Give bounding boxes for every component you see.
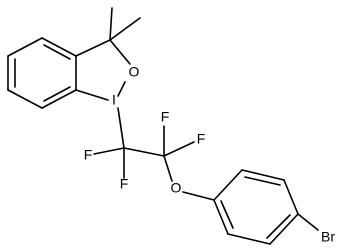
- iodine-label: I: [112, 92, 116, 108]
- fluorine-label-top: F: [161, 109, 170, 125]
- tetrafluoroethyl-chain: [93, 125, 195, 182]
- ring-oxygen-label: O: [129, 64, 140, 80]
- fluorine-label-bottom: F: [120, 176, 129, 192]
- fluorine-label-right: F: [197, 131, 206, 147]
- ether-oxygen-label: O: [171, 180, 182, 196]
- iodine-carbon-bond: [117, 107, 125, 149]
- fluorine-label-left: F: [84, 147, 93, 163]
- methyl-groups: [109, 7, 141, 41]
- iodoxole-ring: [75, 39, 131, 101]
- bromophenyl-ring: [213, 169, 299, 245]
- ether-aryl-bond: [182, 191, 215, 201]
- bromine-label: Br: [321, 229, 335, 245]
- benzo-ring: [7, 37, 77, 109]
- bromine-bond: [297, 213, 319, 231]
